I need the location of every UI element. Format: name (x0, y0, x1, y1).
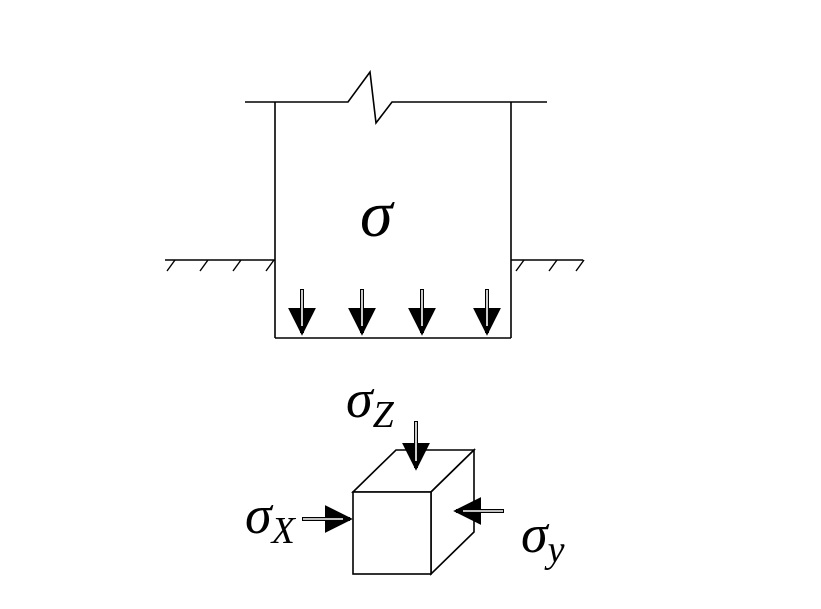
cube-front-face (352, 491, 432, 575)
soil-element-cube (351, 448, 476, 576)
sigma-z-label: σZ (346, 369, 395, 436)
sigma-y-label: σy (521, 504, 565, 571)
ground-hatch (265, 259, 275, 272)
sigma-y-subscript: y (544, 529, 565, 571)
sigma-z-subscript: Z (373, 394, 395, 436)
base-pressure-arrows (288, 289, 501, 336)
ground-surface (165, 259, 585, 272)
footing (245, 69, 547, 339)
ground-hatch (166, 259, 176, 272)
ground-hatch (548, 259, 558, 272)
break-line (245, 69, 547, 126)
sigma-x-symbol: σ (245, 485, 274, 545)
ground-hatch (232, 259, 242, 272)
element-stress-arrows (302, 421, 504, 533)
footing-stress-label: σ (360, 178, 395, 251)
sigma-x-subscript: X (270, 510, 297, 552)
ground-hatch (515, 259, 525, 272)
sigma-z-symbol: σ (346, 369, 375, 429)
ground-hatch (575, 259, 585, 272)
sigma-y-symbol: σ (521, 504, 550, 564)
ground-hatch (199, 259, 209, 272)
sigma-x-label: σX (245, 485, 297, 552)
